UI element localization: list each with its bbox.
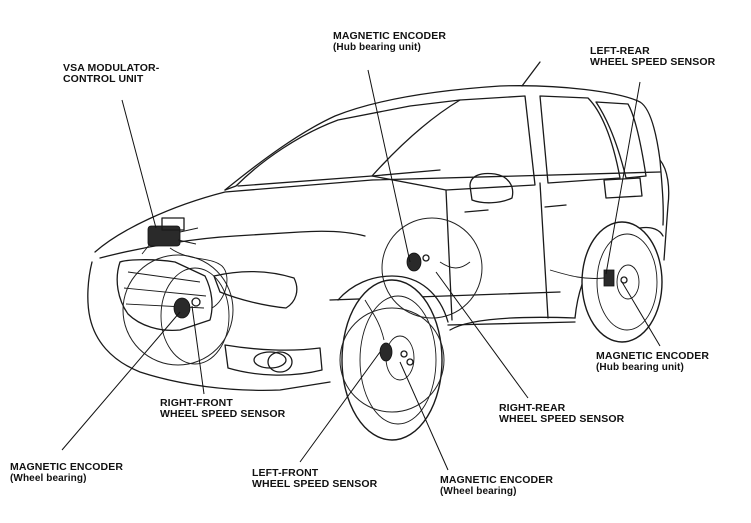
label-line: MAGNETIC ENCODER (333, 30, 447, 42)
label-line: LEFT-FRONT (252, 467, 319, 479)
label-magnetic-encoder-wheel-bottom: MAGNETIC ENCODER (Wheel bearing) (440, 474, 554, 498)
label-left-front-wheel-speed-sensor: LEFT-FRONT WHEEL SPEED SENSOR (252, 468, 377, 490)
right-rear-detail-circle (381, 217, 483, 319)
right-front-sensor-part (173, 297, 201, 319)
brake-lines (169, 247, 605, 341)
label-line: (Wheel bearing) (440, 486, 517, 497)
label-line: RIGHT-FRONT (160, 397, 233, 409)
right-front-detail-circle (122, 254, 234, 366)
label-line: (Wheel bearing) (10, 473, 87, 484)
label-line: MAGNETIC ENCODER (596, 350, 710, 362)
label-magnetic-encoder-wheel-left: MAGNETIC ENCODER (Wheel bearing) (10, 461, 124, 485)
label-left-rear-wheel-speed-sensor: LEFT-REAR WHEEL SPEED SENSOR (590, 46, 715, 68)
leader-lines (61, 69, 661, 471)
label-line: (Hub bearing unit) (596, 362, 684, 373)
left-front-detail-circle (339, 307, 445, 413)
label-line: (Hub bearing unit) (333, 42, 421, 53)
label-line: LEFT-REAR (590, 45, 650, 57)
label-right-rear-wheel-speed-sensor: RIGHT-REAR WHEEL SPEED SENSOR (499, 403, 624, 425)
label-line: RIGHT-REAR (499, 402, 566, 414)
left-rear-sensor-part (603, 269, 628, 287)
label-line: WHEEL SPEED SENSOR (160, 408, 286, 420)
label-magnetic-encoder-hub-top: MAGNETIC ENCODER (Hub bearing unit) (333, 30, 447, 54)
label-line: WHEEL SPEED SENSOR (499, 413, 625, 425)
left-front-wheel (341, 279, 443, 441)
label-line: CONTROL UNIT (63, 73, 144, 85)
label-line: MAGNETIC ENCODER (10, 461, 124, 473)
vsa-modulator-unit (141, 217, 199, 255)
label-vsa-modulator-control-unit: VSA MODULATOR- CONTROL UNIT (63, 63, 159, 85)
label-line: WHEEL SPEED SENSOR (590, 56, 716, 68)
label-magnetic-encoder-hub-right: MAGNETIC ENCODER (Hub bearing unit) (596, 350, 710, 374)
right-front-wheel-hidden (160, 267, 230, 365)
label-line: MAGNETIC ENCODER (440, 474, 554, 486)
label-line: WHEEL SPEED SENSOR (252, 478, 378, 490)
car-body-outline (87, 61, 670, 391)
label-line: VSA MODULATOR- (63, 62, 160, 74)
label-right-front-wheel-speed-sensor: RIGHT-FRONT WHEEL SPEED SENSOR (160, 398, 285, 420)
right-rear-sensor-part (406, 252, 430, 272)
